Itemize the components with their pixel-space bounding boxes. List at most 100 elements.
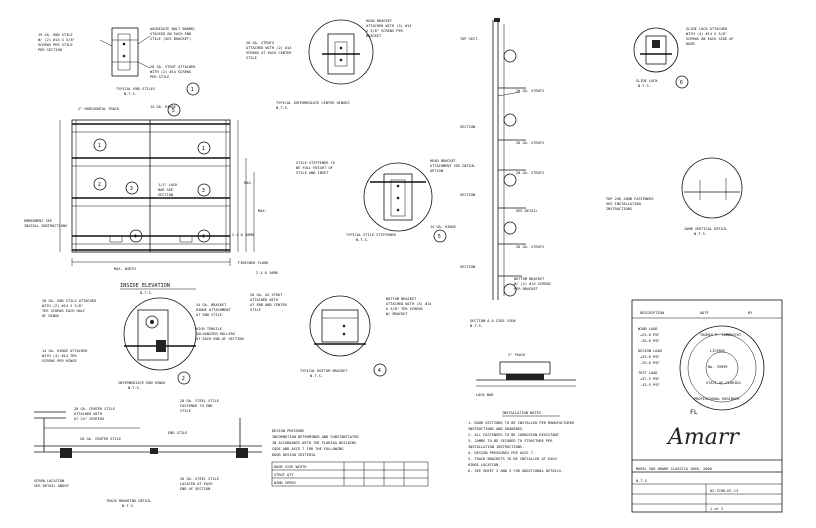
callout-5: [433, 229, 447, 243]
svg-text:HINGE ATTACHMENT: HINGE ATTACHMENT: [196, 308, 231, 312]
svg-text:ATTACHMENT SEE DETAIL: ATTACHMENT SEE DETAIL: [430, 164, 475, 168]
svg-text:STACKED ON EACH END: STACKED ON EACH END: [150, 32, 191, 36]
svg-text:INFORMATION DETERMINED AND SUB: INFORMATION DETERMINED AND SUBSTANTIATED: [272, 435, 359, 439]
svg-text:SCREWS AT EACH CENTER: SCREWS AT EACH CENTER: [246, 51, 292, 55]
model-title: MODEL 500 AMARR CLASSICA 1000, 2000: [636, 467, 712, 471]
svg-text:2: 2: [182, 376, 185, 382]
svg-text:TOP 2X6 JAMB FASTENERS: TOP 2X6 JAMB FASTENERS: [606, 197, 654, 201]
svg-text:2: 2: [98, 182, 101, 188]
svg-text:19 GA. END STILE: 19 GA. END STILE: [38, 33, 73, 37]
svg-text:6: 6: [680, 80, 683, 86]
jamb-detail: TOP 2X6 JAMB FASTENERS SEE INSTALLATION …: [606, 157, 743, 236]
svg-text:20 GA. STRUTS: 20 GA. STRUTS: [516, 89, 544, 93]
svg-text:1: 1: [202, 146, 205, 152]
svg-text:STRUT QTY: STRUT QTY: [274, 473, 294, 477]
svg-text:20 GA. STRUTS: 20 GA. STRUTS: [516, 245, 544, 249]
svg-text:DESCRIPTION: DESCRIPTION: [640, 311, 664, 315]
slide-lock-detail: SLIDE LOCK ATTACHED WITH (4) #14 X 5/8" …: [633, 27, 734, 89]
svg-text:2" TRACK: 2" TRACK: [508, 353, 526, 357]
svg-text:STILE AND INSET: STILE AND INSET: [296, 171, 329, 175]
svg-text:1. DOOR SECTIONS TO BE INSTALL: 1. DOOR SECTIONS TO BE INSTALLED PER MAN…: [468, 421, 575, 425]
svg-text:WITH (2) #14 SCREWS: WITH (2) #14 SCREWS: [150, 70, 191, 74]
svg-text:-43.5 PSF: -43.5 PSF: [640, 383, 659, 387]
svg-text:STILE (SEE BRACKET): STILE (SEE BRACKET): [150, 37, 191, 41]
svg-text:4: 4: [202, 234, 205, 240]
svg-text:TEST LOAD: TEST LOAD: [638, 371, 657, 375]
section-aa-drawing: 20 GA. STRUTS 20 GA. STRUTS 20 GA. STRUT…: [460, 18, 551, 328]
svg-text:-30.0 PSF: -30.0 PSF: [640, 339, 659, 343]
engineer-seal: THOMAS E. LAMBRECHT LICENSE No. 39999 ST…: [679, 325, 765, 411]
svg-text:GALVANIZED ROLLERS: GALVANIZED ROLLERS: [196, 332, 235, 336]
svg-text:3. JAMBS TO BE SECURED TO STRU: 3. JAMBS TO BE SECURED TO STRUCTURE PER: [468, 439, 553, 443]
callout-4: [373, 363, 387, 377]
svg-text:No. 39999: No. 39999: [708, 365, 727, 369]
svg-text:W/ (2) #14 X 5/8": W/ (2) #14 X 5/8": [38, 38, 75, 42]
svg-text:DOOR: DOOR: [686, 42, 695, 46]
svg-text:20 GA. STRUTS: 20 GA. STRUTS: [516, 171, 544, 175]
svg-text:SCREWS PER HINGE: SCREWS PER HINGE: [42, 359, 77, 363]
drawing-title-bottom-bracket: TYPICAL BOTTOM BRACKET: [300, 369, 348, 373]
svg-text:BE FULL HEIGHT OF: BE FULL HEIGHT OF: [296, 166, 333, 170]
svg-text:W/ BRACKET: W/ BRACKET: [386, 312, 408, 316]
inside-elevation-drawing: 1 2 3 3 1 4 4 5 2" HORIZONTAL TRACK 14 G…: [24, 103, 269, 295]
svg-text:END OF SECTION: END OF SECTION: [180, 487, 210, 491]
svg-text:FASTENED TO END: FASTENED TO END: [180, 404, 212, 408]
svg-text:PER BRACKET: PER BRACKET: [514, 287, 539, 291]
svg-text:N.T.S.: N.T.S.: [124, 92, 137, 96]
svg-text:BRACKET: BRACKET: [366, 34, 382, 38]
svg-text:5: 5: [438, 234, 441, 240]
svg-text:4: 4: [378, 368, 381, 374]
svg-text:BY: BY: [748, 311, 753, 315]
svg-text:PROFESSIONAL ENGINEER: PROFESSIONAL ENGINEER: [694, 397, 740, 401]
svg-text:PER STILE: PER STILE: [150, 75, 169, 79]
svg-text:END STILE: END STILE: [168, 431, 187, 435]
installation-notes: INSTALLATION NOTES 1. DOOR SECTIONS TO B…: [468, 411, 575, 473]
svg-text:ATTACHED WITH (4) #14: ATTACHED WITH (4) #14: [366, 24, 411, 28]
callout-1: [186, 82, 200, 96]
drawing-title-stile-stiffener: TYPICAL STILE STIFFENER: [346, 233, 397, 237]
svg-text:2 X 6 JAMB: 2 X 6 JAMB: [232, 233, 254, 237]
svg-text:SEE INSTALLATION: SEE INSTALLATION: [606, 202, 641, 206]
svg-text:DOOR SIZE WIDTH: DOOR SIZE WIDTH: [274, 465, 306, 469]
svg-text:TEK SCREWS EACH HALF: TEK SCREWS EACH HALF: [42, 309, 85, 313]
svg-text:WITH (4) #14 X 5/8": WITH (4) #14 X 5/8": [686, 32, 727, 36]
svg-text:INSTALL INSTRUCTIONS: INSTALL INSTRUCTIONS: [24, 224, 67, 228]
svg-text:14 GA. HINGE ATTACHED: 14 GA. HINGE ATTACHED: [42, 349, 87, 353]
svg-text:20 GA. STRUTS: 20 GA. STRUTS: [246, 41, 274, 45]
svg-text:LICENSE: LICENSE: [710, 349, 725, 353]
svg-text:ATTACHED WITH: ATTACHED WITH: [74, 412, 102, 416]
svg-text:STILE: STILE: [246, 56, 257, 60]
svg-text:2 X 6 JAMB: 2 X 6 JAMB: [256, 271, 278, 275]
svg-text:N.T.S.: N.T.S.: [128, 386, 141, 390]
svg-text:20 GA. STEEL STILE: 20 GA. STEEL STILE: [180, 477, 219, 481]
svg-text:SCREW LOCATION: SCREW LOCATION: [34, 479, 64, 483]
svg-text:AT EACH END OF SECTION: AT EACH END OF SECTION: [196, 337, 244, 341]
state-label: FL: [690, 408, 698, 416]
stile-stiffener-detail: STILE STIFFENER TO BE FULL HEIGHT OF STI…: [296, 159, 475, 243]
svg-text:ATTACHED WITH (3) #14: ATTACHED WITH (3) #14: [386, 302, 431, 306]
svg-text:20 GA. AS STRUT: 20 GA. AS STRUT: [250, 293, 283, 297]
svg-text:STILE: STILE: [180, 409, 191, 413]
svg-text:+37.5 PSF: +37.5 PSF: [640, 377, 659, 381]
svg-text:-29.0 PSF: -29.0 PSF: [640, 361, 659, 365]
svg-text:N.T.S.: N.T.S.: [276, 106, 289, 110]
svg-text:OF HINGE: OF HINGE: [42, 314, 59, 318]
svg-text:SCREWS ON EACH SIDE OF: SCREWS ON EACH SIDE OF: [686, 37, 734, 41]
svg-text:2" HORIZONTAL TRACK: 2" HORIZONTAL TRACK: [78, 107, 120, 111]
svg-text:BOTTOM BRACKET: BOTTOM BRACKET: [514, 277, 545, 281]
svg-text:N.T.S.: N.T.S.: [310, 374, 323, 378]
svg-text:HINGE LOCATION.: HINGE LOCATION.: [468, 463, 500, 467]
svg-text:+25.0 PSF: +25.0 PSF: [640, 355, 659, 359]
svg-text:14 GA. HINGE: 14 GA. HINGE: [430, 225, 456, 229]
svg-text:3: 3: [130, 186, 133, 192]
svg-text:SECTION: SECTION: [460, 125, 475, 129]
svg-text:STILE STIFFENER TO: STILE STIFFENER TO: [296, 161, 335, 165]
svg-text:4. DESIGN PRESSURES PER ASCE 7: 4. DESIGN PRESSURES PER ASCE 7.: [468, 451, 535, 455]
drawing-title-section-aa: SECTION A-A SIDE VIEW: [470, 319, 516, 323]
svg-text:N.T.S.: N.T.S.: [638, 84, 651, 88]
svg-text:1: 1: [191, 87, 194, 93]
svg-text:INSTALLATION INSTRUCTIONS.: INSTALLATION INSTRUCTIONS.: [468, 445, 524, 449]
svg-text:ATTACHED WITH: ATTACHED WITH: [250, 298, 278, 302]
svg-text:IN ACCORDANCE WITH THE FLORIDA: IN ACCORDANCE WITH THE FLORIDA BUILDING: [272, 441, 356, 445]
